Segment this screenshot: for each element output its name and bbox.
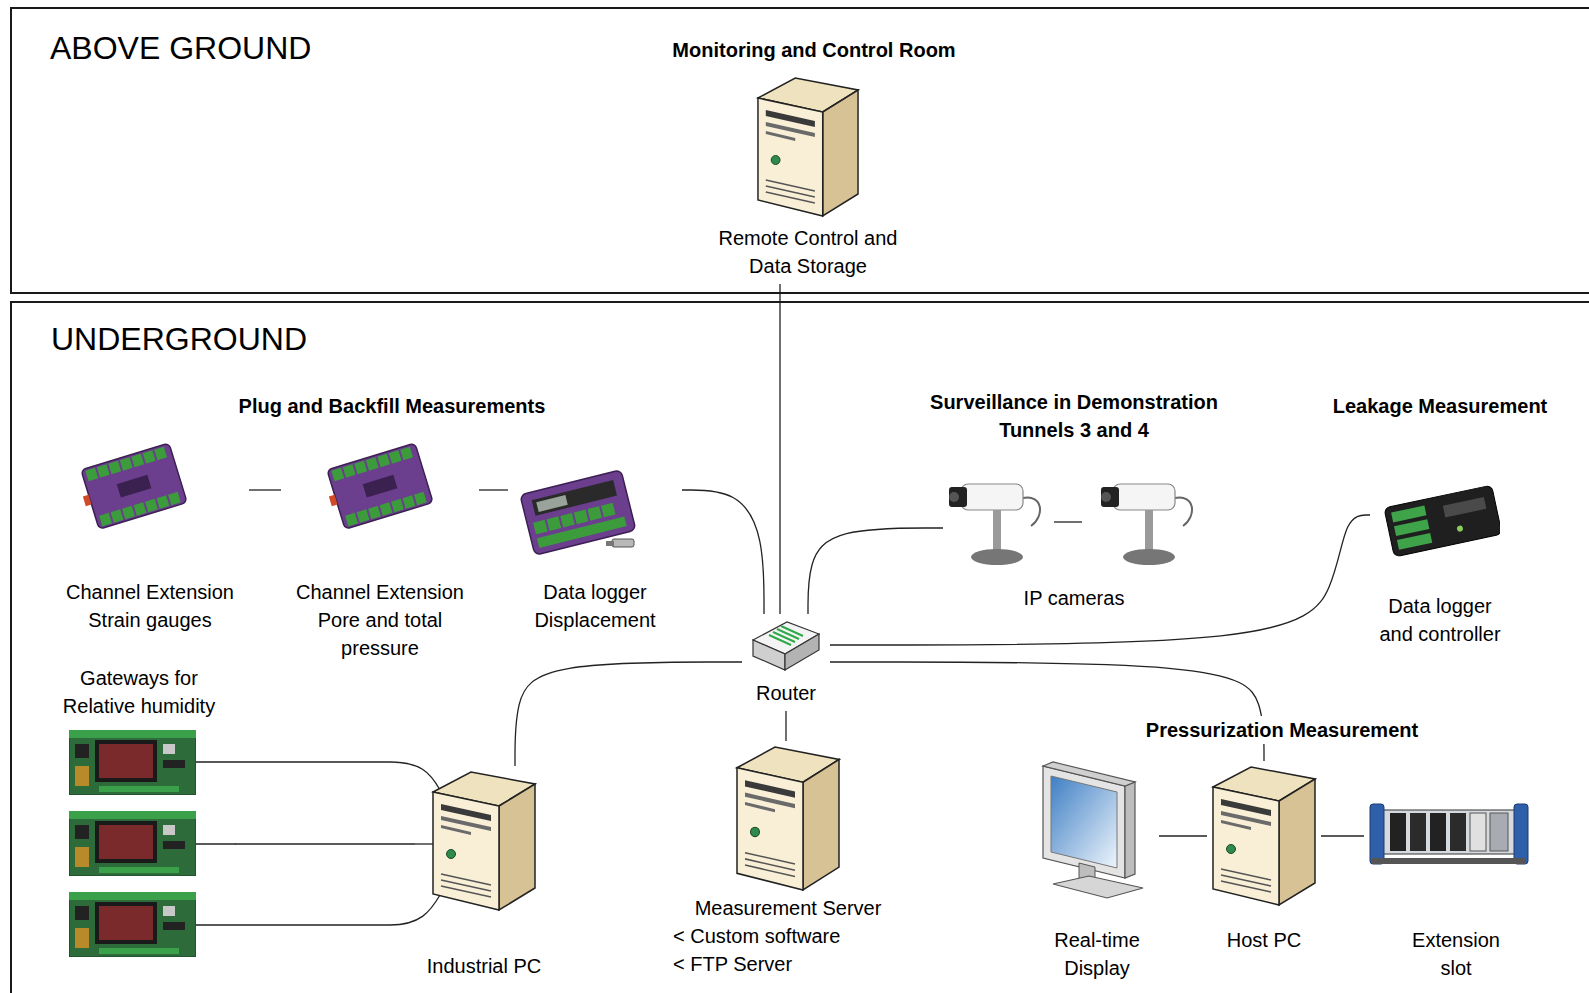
data-logger-icon — [520, 470, 636, 555]
group-heading: Leakage Measurement — [1330, 392, 1551, 420]
device-label: Router — [746, 679, 826, 707]
network-cable — [785, 711, 786, 741]
device-label: Extension slot — [1401, 926, 1511, 982]
icon-space — [419, 770, 549, 952]
gateway-wire — [196, 843, 236, 844]
device-label: Remote Control and Data Storage — [703, 224, 913, 280]
network-cable — [779, 284, 780, 614]
text-block: Host PC — [1214, 926, 1314, 954]
network-cable — [682, 490, 764, 614]
icon-space — [1211, 765, 1317, 926]
ip-camera-icon — [949, 484, 1040, 565]
data-logger-icon — [1384, 485, 1502, 557]
gateway-wire — [196, 895, 440, 925]
device-node: Gateways for Relative humidity — [43, 660, 236, 961]
device-label: < FTP Server — [673, 950, 903, 978]
group-heading: Pressurization Measurement — [1143, 716, 1421, 744]
network-cable — [1321, 835, 1364, 836]
icon-space — [55, 436, 245, 578]
device-label: Data logger and controller — [1374, 592, 1506, 648]
network-cable — [830, 515, 1370, 645]
text-block: IP cameras — [974, 584, 1174, 612]
text-block: Channel Extension Strain gauges — [55, 578, 245, 634]
channel-extension-icon — [75, 443, 187, 531]
text-block: Measurement Server< Custom software< FTP… — [673, 894, 903, 978]
icon-space — [1374, 468, 1506, 592]
network-cable — [236, 843, 416, 844]
network-cable — [808, 528, 943, 614]
gateway-board-icon — [69, 730, 196, 795]
text-block: Data logger Displacement — [520, 578, 670, 634]
device-label: IP cameras — [974, 584, 1174, 612]
device-node: Router — [742, 614, 830, 711]
text-block: Real-time Display — [1042, 926, 1152, 982]
icon-space — [1039, 760, 1155, 926]
network-cable — [249, 489, 281, 490]
ip-camera-icon — [1101, 484, 1192, 565]
icon-space — [947, 476, 1201, 584]
device-label: < Custom software — [673, 922, 903, 950]
device-label: Data logger Displacement — [520, 578, 670, 634]
gateway-board-icon — [69, 892, 196, 957]
host-pc-icon — [1213, 767, 1315, 905]
zone-band: Channel Extension Strain gauges Channel E… — [10, 301, 1589, 993]
group-heading: Monitoring and Control Room — [669, 36, 958, 64]
network-cable — [1159, 835, 1207, 836]
text-block: Remote Control and Data Storage — [703, 224, 913, 280]
network-cable — [830, 662, 1264, 761]
device-node: Data logger Displacement — [508, 457, 682, 638]
device-node: Channel Extension Strain gauges — [51, 432, 249, 638]
text-block: Industrial PC — [419, 952, 549, 980]
server-icon — [758, 78, 858, 216]
text-block: Channel Extension Pore and total pressur… — [285, 578, 475, 662]
group-heading: Surveillance in Demonstration Tunnels 3 … — [901, 388, 1247, 444]
channel-extension-icon — [321, 443, 433, 531]
icon-space — [47, 720, 232, 957]
icon-space — [673, 745, 903, 894]
camera-link-wire — [1054, 521, 1082, 522]
icon-space — [512, 461, 678, 578]
text-block: Data logger and controller — [1374, 592, 1506, 648]
monitor-icon — [1043, 762, 1143, 898]
zone-band: Remote Control and Data Storage ABOVE GRO… — [10, 7, 1589, 294]
network-cable — [515, 662, 742, 766]
device-node: IP cameras — [943, 472, 1205, 616]
text-block: Router — [746, 679, 826, 707]
device-label: Channel Extension Strain gauges — [55, 578, 245, 634]
zone-title: ABOVE GROUND — [50, 29, 311, 67]
text-block: Gateways for Relative humidity — [47, 664, 232, 720]
gateway-wire — [196, 762, 440, 790]
text-block: Extension slot — [1401, 926, 1511, 982]
device-node: Host PC — [1207, 761, 1321, 958]
industrial-pc-icon — [433, 772, 535, 910]
device-label: Measurement Server — [673, 894, 903, 922]
device-label: Host PC — [1214, 926, 1314, 954]
device-node: Remote Control and Data Storage — [699, 72, 917, 284]
icon-space — [1368, 800, 1544, 926]
device-label: Channel Extension Pore and total pressur… — [285, 578, 475, 662]
zone-title: UNDERGROUND — [51, 320, 307, 358]
icon-space — [746, 618, 826, 679]
icon-space — [703, 76, 913, 224]
device-label: Gateways for Relative humidity — [47, 664, 232, 720]
icon-space — [285, 436, 475, 578]
device-node: Industrial PC — [415, 766, 553, 984]
gateway-board-icon — [69, 811, 196, 876]
router-icon — [753, 622, 819, 670]
device-node: Data logger and controller — [1370, 464, 1510, 652]
device-label: Real-time Display — [1042, 926, 1152, 982]
network-cable — [479, 489, 508, 490]
extension-chassis-icon — [1370, 804, 1528, 864]
device-node: Extension slot — [1364, 796, 1548, 986]
device-label: Industrial PC — [419, 952, 549, 980]
device-node: Channel Extension Pore and total pressur… — [281, 432, 479, 666]
device-node: Measurement Server< Custom software< FTP… — [669, 741, 907, 982]
server-icon — [737, 747, 839, 890]
device-node: Real-time Display — [1035, 756, 1159, 986]
group-heading: Plug and Backfill Measurements — [236, 392, 549, 420]
